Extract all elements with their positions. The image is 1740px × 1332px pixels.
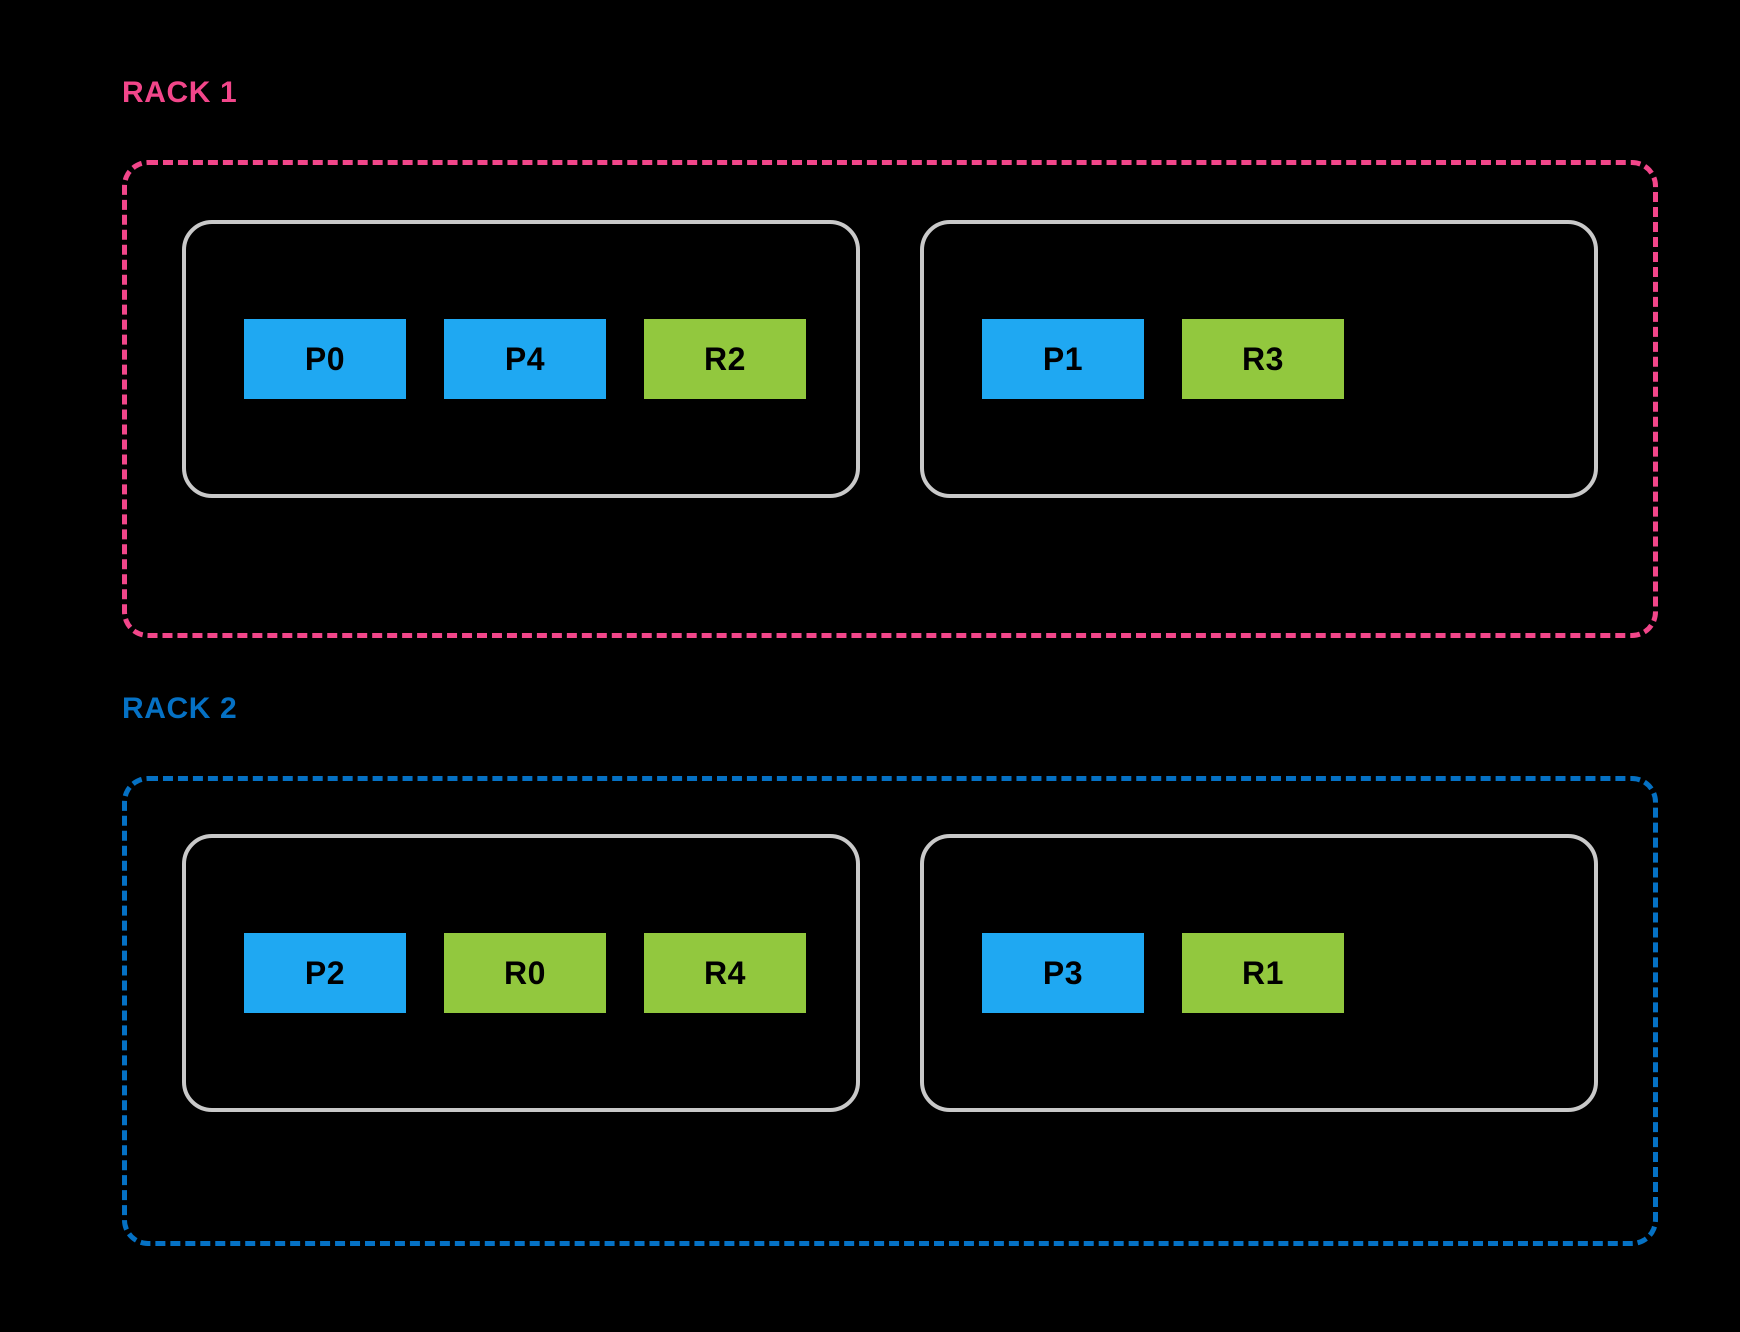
broker-node-broker-d: P3 R1 [920, 834, 1598, 1112]
partition-chip-p3: P3 [982, 933, 1144, 1013]
replica-chip-r4: R4 [644, 933, 806, 1013]
replica-chip-r1: R1 [1182, 933, 1344, 1013]
partition-slot-list: P3 R1 [982, 933, 1344, 1013]
broker-node-broker-c: P2 R0 R4 [182, 834, 860, 1112]
broker-node-broker-a: P0 P4 R2 [182, 220, 860, 498]
partition-chip-p1: P1 [982, 319, 1144, 399]
partition-chip-p0: P0 [244, 319, 406, 399]
partition-slot-list: P1 R3 [982, 319, 1344, 399]
rack-boundary-1 [122, 160, 1658, 638]
replica-chip-r2: R2 [644, 319, 806, 399]
replica-chip-r3: R3 [1182, 319, 1344, 399]
replica-chip-r0: R0 [444, 933, 606, 1013]
partition-chip-p2: P2 [244, 933, 406, 1013]
partition-chip-p4: P4 [444, 319, 606, 399]
rack-label-1: RACK 1 [122, 76, 238, 109]
partition-slot-list: P2 R0 R4 [244, 933, 806, 1013]
partition-slot-list: P0 P4 R2 [244, 319, 806, 399]
broker-node-broker-b: P1 R3 [920, 220, 1598, 498]
rack-boundary-2 [122, 776, 1658, 1246]
rack-label-2: RACK 2 [122, 692, 238, 725]
